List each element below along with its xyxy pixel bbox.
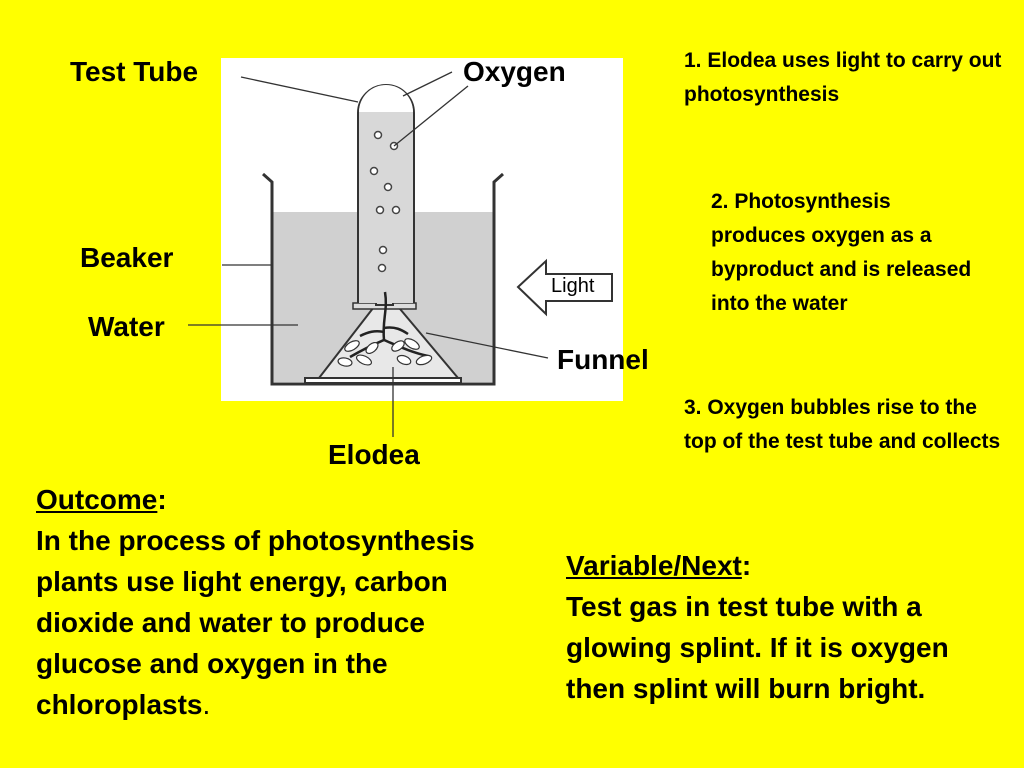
test-tube-shape: [357, 84, 415, 303]
step-2: 2. Photosynthesis produces oxygen as a b…: [711, 190, 972, 315]
outcome-heading: Outcome: [36, 484, 158, 515]
next-block: Variable/Next: Test gas in test tube wit…: [566, 545, 961, 709]
bubble: [377, 263, 387, 273]
water-label: Water: [88, 311, 165, 342]
outcome-block: Outcome: In the process of photosynthesi…: [36, 479, 536, 725]
next-colon: :: [741, 550, 752, 581]
outcome-text: In the process of photosynthesis plants …: [36, 525, 475, 720]
step-1: 1. Elodea uses light to carry out photos…: [684, 49, 1002, 106]
beaker-label: Beaker: [80, 242, 174, 273]
bubble: [383, 182, 393, 192]
step-3: 3. Oxygen bubbles rise to the top of the…: [684, 396, 1001, 453]
light-arrow: [516, 258, 613, 317]
oxygen-label: Oxygen: [463, 56, 566, 87]
light-label: Light: [551, 275, 595, 297]
outcome-period: .: [202, 689, 211, 720]
bubble: [369, 166, 379, 176]
bubble: [378, 245, 388, 255]
next-heading: Variable/Next: [566, 550, 742, 581]
outcome-colon: :: [157, 484, 167, 515]
leader-lines: [188, 71, 549, 437]
funnel-label: Funnel: [557, 344, 649, 375]
outcome-text-line: In the process of photosynthesis plants …: [36, 520, 536, 725]
elodea-label: Elodea: [328, 439, 420, 470]
bubble: [375, 205, 385, 215]
test-tube-gas-top: [359, 85, 413, 112]
next-heading-line: Variable/Next:: [566, 545, 961, 586]
test-tube-label: Test Tube: [70, 56, 199, 87]
elodea-leaves: [337, 338, 433, 367]
bubble: [373, 130, 383, 140]
bubble: [391, 205, 401, 215]
outcome-heading-line: Outcome:: [36, 479, 536, 520]
next-text: Test gas in test tube with a glowing spl…: [566, 591, 949, 704]
